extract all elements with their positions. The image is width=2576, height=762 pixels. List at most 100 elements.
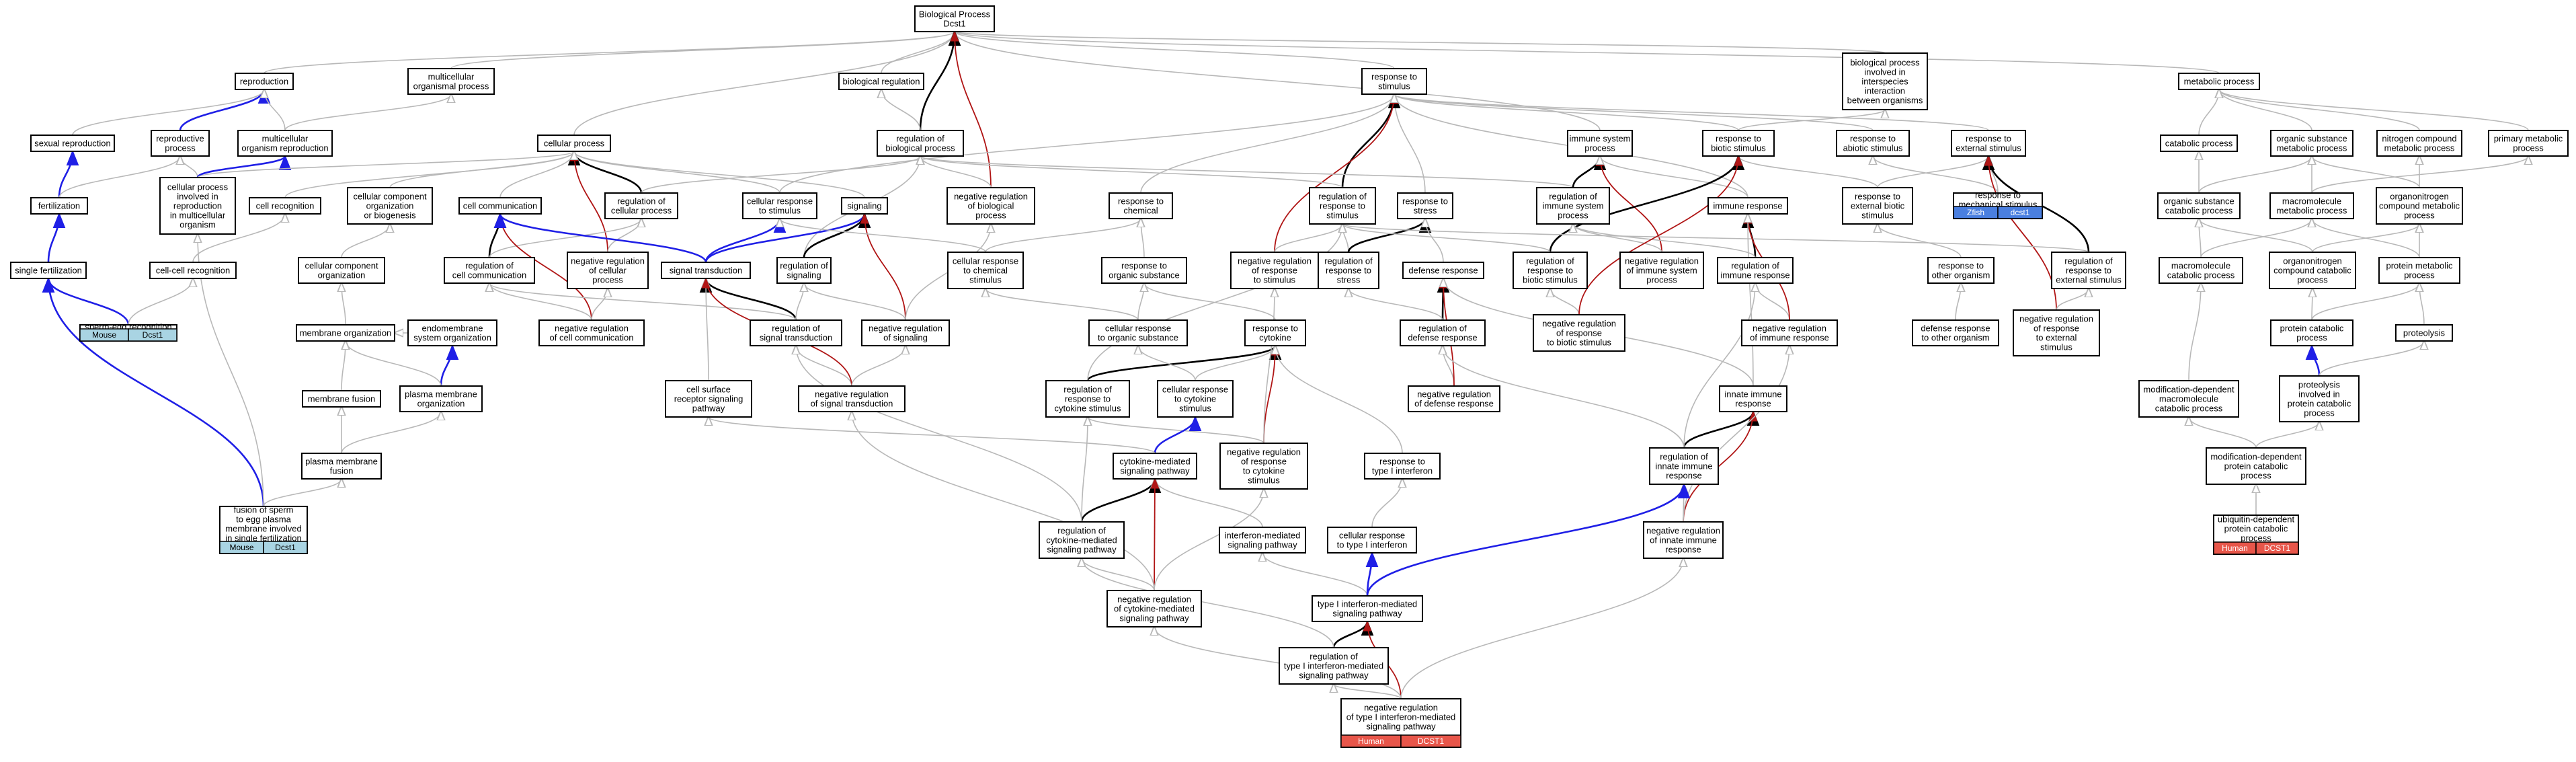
go-node-cell-communication[interactable]: cell communication (458, 197, 542, 215)
go-node-metabolic-process[interactable]: metabolic process (2178, 73, 2260, 90)
go-node-single-fertilization[interactable]: single fertilization (10, 262, 87, 279)
go-node-fertilization[interactable]: fertilization (30, 197, 88, 215)
go-node-modification-dependent-macromolecule-catabolic-process[interactable]: modification-dependentmacromoleculecatab… (2138, 380, 2239, 418)
go-node-immune-response[interactable]: immune response (1707, 197, 1788, 215)
go-node-cell-cell-recognition[interactable]: cell-cell recognition (149, 262, 237, 279)
go-node-defense-response[interactable]: defense response (1402, 262, 1484, 279)
go-node-sexual-reproduction[interactable]: sexual reproduction (30, 135, 115, 152)
go-node-proteolysis[interactable]: proteolysis (2395, 324, 2453, 342)
go-node-reproduction[interactable]: reproduction (235, 73, 294, 90)
go-node-signal-transduction[interactable]: signal transduction (661, 262, 751, 279)
go-node-signaling[interactable]: signaling (841, 197, 888, 215)
go-node-membrane-fusion[interactable]: membrane fusion (302, 390, 381, 408)
go-node-cell-recognition[interactable]: cell recognition (249, 197, 321, 215)
go-node-membrane-organization[interactable]: membrane organization (296, 324, 395, 342)
go-node-regulation-of-cytokine-mediated-signaling-pathway[interactable]: regulation ofcytokine-mediatedsignaling … (1039, 521, 1125, 559)
go-node-catabolic-process[interactable]: catabolic process (2160, 135, 2238, 152)
go-node-biological-regulation[interactable]: biological regulation (838, 73, 924, 90)
go-node-cellular-process[interactable]: cellular process (537, 135, 611, 152)
